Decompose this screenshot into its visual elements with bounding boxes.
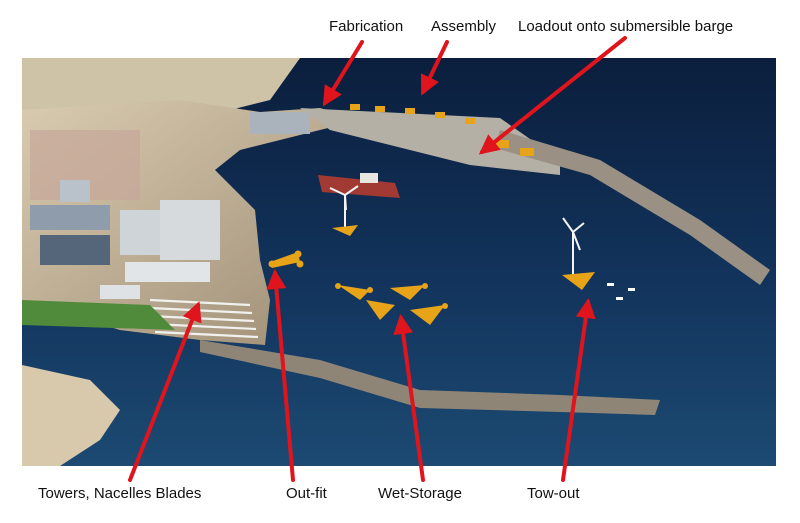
- turbine-base-harbour: [332, 225, 358, 236]
- wind-turbine-harbour: [329, 185, 359, 230]
- tow-out-label: Tow-out: [527, 485, 580, 502]
- tow-out-arrow: [561, 298, 596, 482]
- fabrication-label: Fabrication: [329, 18, 404, 35]
- assembly-arrow: [420, 40, 449, 96]
- loadout-label: Loadout onto submersible barge: [518, 18, 734, 35]
- north-quay: [300, 108, 560, 175]
- south-breakwater: [200, 340, 660, 415]
- wet-storage-label: Wet-Storage: [378, 485, 462, 502]
- tug-boats: [607, 283, 635, 300]
- towers-arrow: [128, 301, 202, 482]
- warehouse-blocks: [30, 112, 310, 299]
- far-coast: [22, 58, 300, 120]
- turbine-base-towout: [562, 272, 595, 290]
- green-area: [22, 300, 175, 330]
- loadout-arrow: [478, 36, 627, 155]
- beach: [22, 365, 120, 466]
- outfit-platform: [268, 250, 304, 268]
- east-breakwater: [495, 130, 770, 285]
- cranes: [350, 104, 534, 156]
- callout-arrows: [128, 36, 627, 482]
- outfit-label: Out-fit: [286, 485, 327, 502]
- wet-storage-platforms: [335, 283, 448, 325]
- wet-storage-arrow: [393, 314, 425, 482]
- assembly-label: Assembly: [431, 18, 497, 35]
- towers-nacelles-blades-label: Towers, Nacelles Blades: [38, 485, 202, 502]
- fabrication-arrow: [322, 40, 364, 107]
- outfit-arrow: [266, 269, 295, 482]
- wind-turbine-towout: [562, 217, 585, 278]
